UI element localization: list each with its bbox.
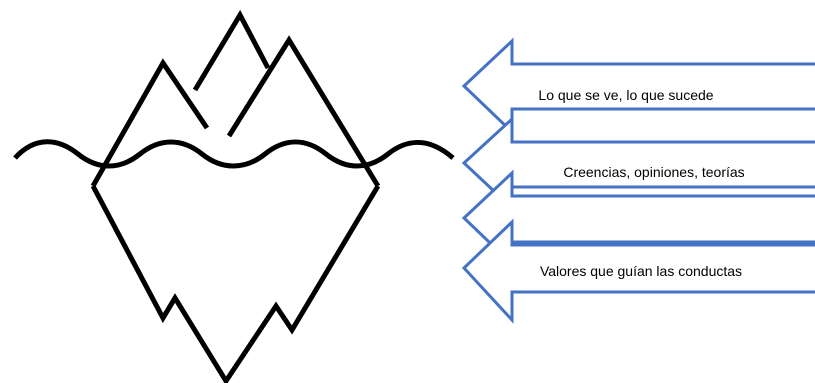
- arrow-visible-events: Lo que se ve, lo que sucede: [461, 37, 815, 136]
- arrow-label-4: Valores que guían las conductas: [540, 263, 742, 279]
- arrow-column: Lo que se ve, lo que sucede Creencias, o…: [461, 37, 815, 324]
- middle-peak: [192, 9, 271, 92]
- right-peak: [226, 35, 381, 188]
- arrow-label-2: Creencias, opiniones, teorías: [563, 164, 744, 180]
- water-line: [13, 139, 455, 169]
- iceberg-underwater-body: [90, 184, 381, 383]
- left-peak: [90, 58, 210, 188]
- arrow-label-1: Lo que se ve, lo que sucede: [538, 87, 713, 103]
- arrow-shape-4: [461, 218, 815, 324]
- iceberg-peaks: [90, 9, 381, 188]
- arrow-values: Valores que guían las conductas: [461, 218, 815, 324]
- arrow-shape-1: [461, 37, 815, 136]
